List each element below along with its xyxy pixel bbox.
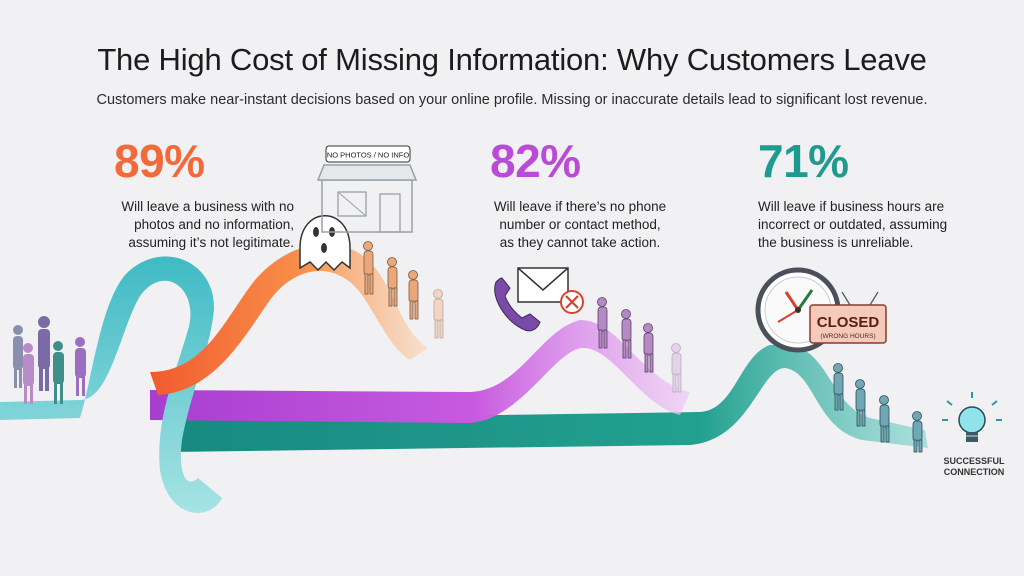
stat-block-hours: 71% Will leave if business hours are inc… bbox=[758, 138, 958, 252]
stat-description-line: number or contact method, bbox=[499, 217, 661, 232]
stat-description-line: Will leave if there’s no phone bbox=[493, 199, 667, 214]
stat-description-line: photos and no information, bbox=[134, 217, 294, 232]
stat-block-photos: 89% Will leave a business with no photos… bbox=[114, 138, 294, 252]
outcome-line: SUCCESSFUL bbox=[943, 456, 1005, 466]
outcome-line: CONNECTION bbox=[943, 467, 1005, 477]
teal-flow-ribbon bbox=[170, 345, 928, 452]
no-photos-tag-label: NO PHOTOS / NO INFO bbox=[327, 151, 410, 160]
cyan-flow-ribbon bbox=[0, 256, 222, 513]
stat-description-line: the business is unreliable. bbox=[758, 235, 914, 250]
envelope-icon bbox=[517, 267, 569, 303]
orange-flow-ribbon bbox=[150, 243, 428, 395]
stat-block-phone: 82% Will leave if there’s no phone numbe… bbox=[490, 138, 670, 252]
walkers-teal bbox=[833, 363, 923, 453]
stat-description-line: incorrect or outdated, assuming bbox=[758, 217, 948, 232]
no-photos-tag: NO PHOTOS / NO INFO bbox=[325, 145, 411, 163]
stat-description-hours: Will leave if business hours are incorre… bbox=[758, 198, 958, 252]
walker-fading-purple bbox=[671, 343, 682, 393]
stat-percent-phone: 82% bbox=[490, 135, 581, 187]
stat-description-photos: Will leave a business with no photos and… bbox=[114, 198, 294, 252]
stat-description-line: as they cannot take action. bbox=[499, 235, 661, 250]
error-x-icon bbox=[560, 290, 584, 314]
closed-sign-label: CLOSED bbox=[817, 314, 880, 331]
stat-percent-photos: 89% bbox=[114, 135, 205, 187]
page-subtitle: Customers make near-instant decisions ba… bbox=[96, 92, 928, 108]
purple-flow-ribbon bbox=[150, 320, 690, 423]
walkers-orange bbox=[363, 241, 419, 320]
customer-crowd bbox=[13, 316, 86, 404]
phone-icon bbox=[494, 277, 541, 332]
ghost-icon bbox=[299, 215, 351, 272]
closed-sign-sublabel: (WRONG HOURS) bbox=[820, 333, 875, 340]
stat-description-phone: Will leave if there’s no phone number or… bbox=[490, 198, 670, 252]
successful-connection-label: SUCCESSFUL CONNECTION bbox=[934, 456, 1014, 478]
closed-sign: CLOSED (WRONG HOURS) bbox=[809, 291, 887, 344]
stat-description-line: Will leave a business with no bbox=[121, 199, 294, 214]
stat-percent-hours: 71% bbox=[758, 135, 849, 187]
stat-description-line: Will leave if business hours are bbox=[758, 199, 945, 214]
walker-fading-orange bbox=[433, 289, 444, 339]
stat-description-line: assuming it’s not legitimate. bbox=[128, 235, 294, 250]
walkers-purple bbox=[597, 297, 654, 373]
page-title: The High Cost of Missing Information: Wh… bbox=[97, 42, 927, 77]
lightbulb-icon bbox=[942, 392, 1002, 442]
empty-storefront-icon bbox=[316, 164, 418, 233]
